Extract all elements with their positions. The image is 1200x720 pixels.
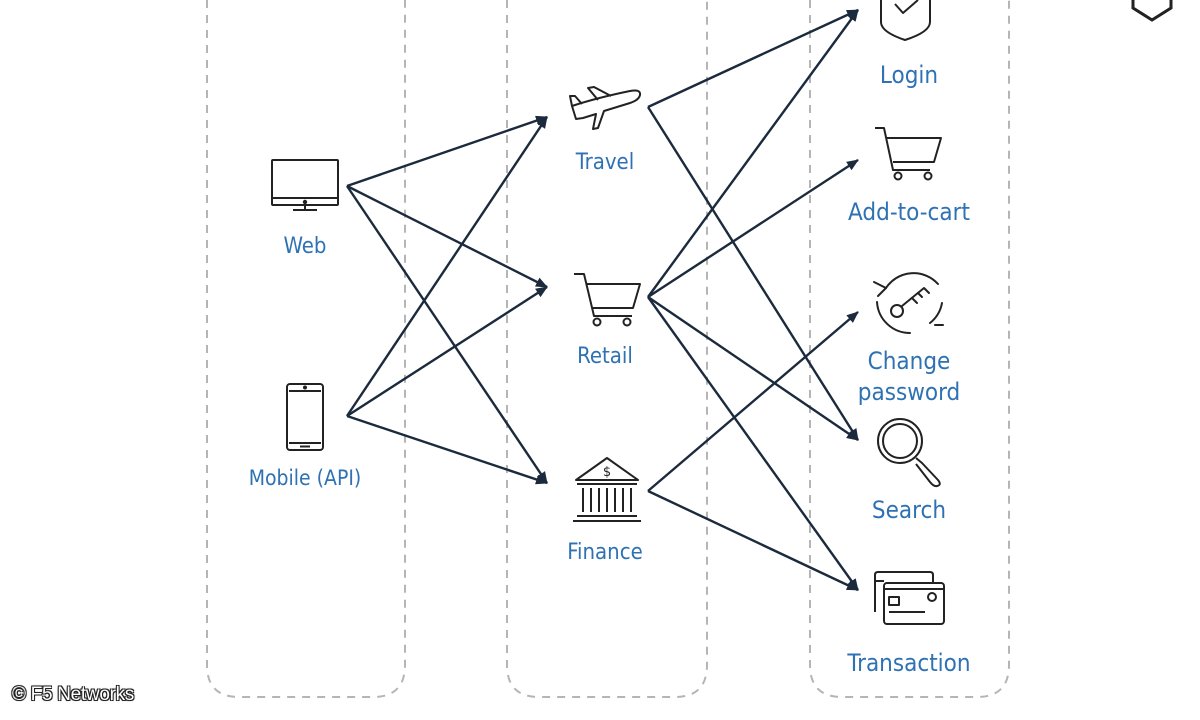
airplane-icon bbox=[569, 86, 642, 130]
arrow-finance-to-changepw bbox=[647, 311, 859, 492]
magnifier-icon bbox=[877, 418, 941, 488]
node-label-finance: Finance bbox=[567, 540, 643, 565]
node-label-add-to-cart: Add-to-cart bbox=[848, 198, 970, 226]
node-label-password: password bbox=[857, 378, 961, 406]
arrow-finance-to-transaction bbox=[647, 489, 859, 592]
node-label-login: Login bbox=[879, 61, 939, 89]
shopping-cart-icon bbox=[574, 273, 641, 327]
node-label-search: Search bbox=[871, 496, 947, 524]
svg-text:$: $ bbox=[603, 465, 611, 480]
arrow-web-to-finance bbox=[346, 185, 548, 484]
smartphone-icon bbox=[286, 383, 324, 451]
arrow-retail-to-transaction bbox=[647, 296, 859, 591]
arrow-retail-to-addtocart bbox=[647, 158, 859, 299]
monitor-icon bbox=[271, 159, 339, 211]
arrow-web-to-travel bbox=[346, 115, 548, 188]
arrow-retail-to-login bbox=[647, 9, 859, 298]
copyright-watermark: © F5 Networks bbox=[12, 684, 135, 705]
node-label-mobile-api: Mobile (API) bbox=[248, 466, 362, 490]
f5-logo-icon bbox=[1131, 0, 1173, 22]
arrow-travel-to-search bbox=[646, 106, 860, 441]
shopping-cart-icon bbox=[875, 127, 942, 181]
arrow-edges bbox=[346, 8, 860, 592]
node-label-web: Web bbox=[283, 234, 327, 259]
bank-icon: $ bbox=[573, 457, 641, 522]
arrow-mobile-to-finance bbox=[346, 414, 548, 485]
arrow-travel-to-login bbox=[647, 8, 859, 109]
column-frame-actions bbox=[809, 0, 1010, 698]
arrow-mobile-to-retail bbox=[346, 285, 548, 418]
arrow-retail-to-search bbox=[647, 296, 859, 441]
arrow-mobile-to-travel bbox=[346, 116, 548, 417]
credit-cards-icon bbox=[874, 571, 945, 625]
node-label-retail: Retail bbox=[577, 344, 633, 369]
node-label-travel: Travel bbox=[575, 150, 635, 175]
arrow-web-to-retail bbox=[346, 184, 548, 289]
shield-check-icon bbox=[880, 0, 931, 41]
node-label-transaction: Transaction bbox=[847, 649, 971, 677]
column-frames bbox=[206, 0, 1010, 698]
node-label-change: Change bbox=[867, 347, 951, 375]
key-refresh-icon bbox=[873, 272, 944, 335]
column-frame-industries bbox=[506, 0, 708, 698]
column-frame-channels bbox=[206, 0, 406, 698]
